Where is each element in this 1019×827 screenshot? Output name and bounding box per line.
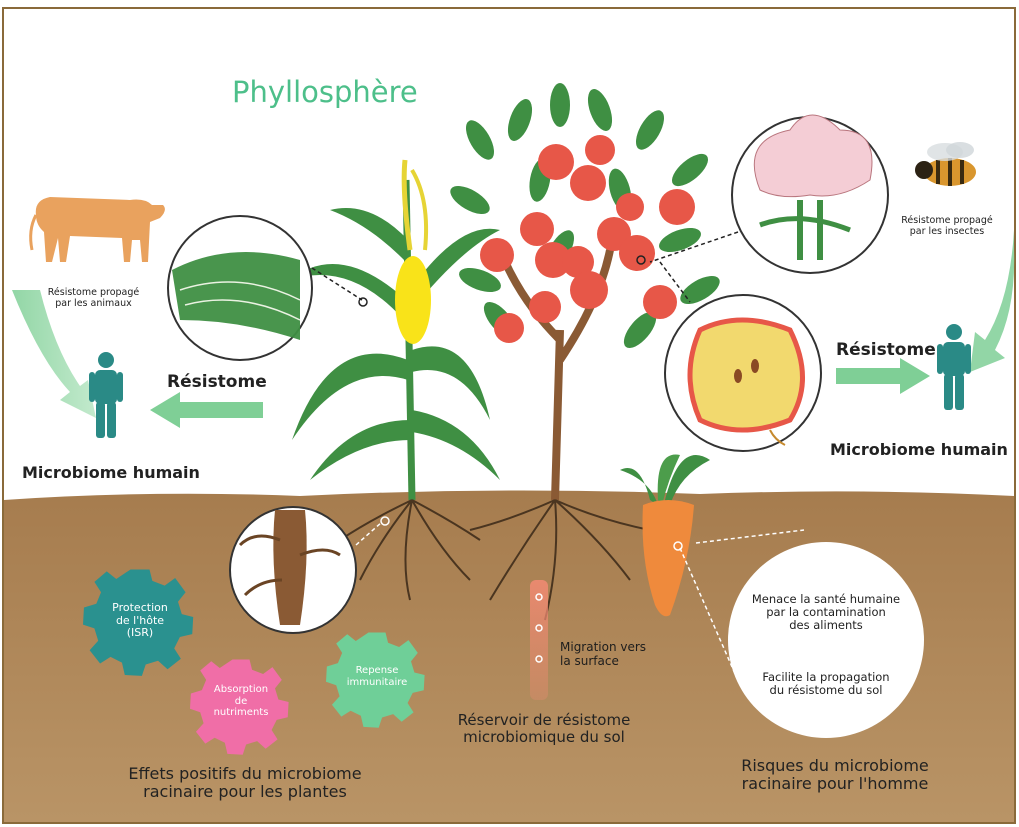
gear-protection-label: Protection de l'hôte (ISR) xyxy=(95,602,185,640)
gear-immune-label: Repense immunitaire xyxy=(336,665,418,688)
human-left-icon xyxy=(89,352,123,438)
label-animal-propagation: Résistome propagé par les animaux xyxy=(26,288,161,310)
risk-text-2: Facilite la propagation du résistome du … xyxy=(740,671,912,697)
label-right-resistome: Résistome xyxy=(836,341,936,361)
label-reservoir: Réservoir de résistome microbiomique du … xyxy=(430,712,658,747)
human-right-icon xyxy=(937,324,971,410)
leaf-zoom-circle xyxy=(168,216,367,360)
migration-column xyxy=(530,580,548,700)
risk-text-1: Menace la santé humaine par la contamina… xyxy=(740,593,912,633)
label-left-microbiome: Microbiome humain xyxy=(22,464,200,482)
left-resistome-arrow xyxy=(150,392,263,428)
label-migration: Migration vers la surface xyxy=(560,641,646,669)
label-right-microbiome: Microbiome humain xyxy=(830,441,1008,459)
cow-icon xyxy=(31,197,165,262)
gear-absorption-label: Absorption de nutriments xyxy=(200,684,282,719)
right-resistome-arrow xyxy=(836,358,930,394)
label-left-resistome: Résistome xyxy=(167,373,267,393)
insect-propagation-arrow xyxy=(970,230,1014,372)
label-risks: Risques du microbiome racinaire pour l'h… xyxy=(715,757,955,794)
bee-icon xyxy=(915,142,976,186)
title-phyllosphere: Phyllosphère xyxy=(232,76,418,109)
label-positive-effects: Effets positifs du microbiome racinaire … xyxy=(95,765,395,802)
label-insect-propagation: Résistome propagé par les insectes xyxy=(892,216,1002,238)
fruit-zoom-circle xyxy=(637,256,821,451)
corn-plant xyxy=(290,160,500,500)
